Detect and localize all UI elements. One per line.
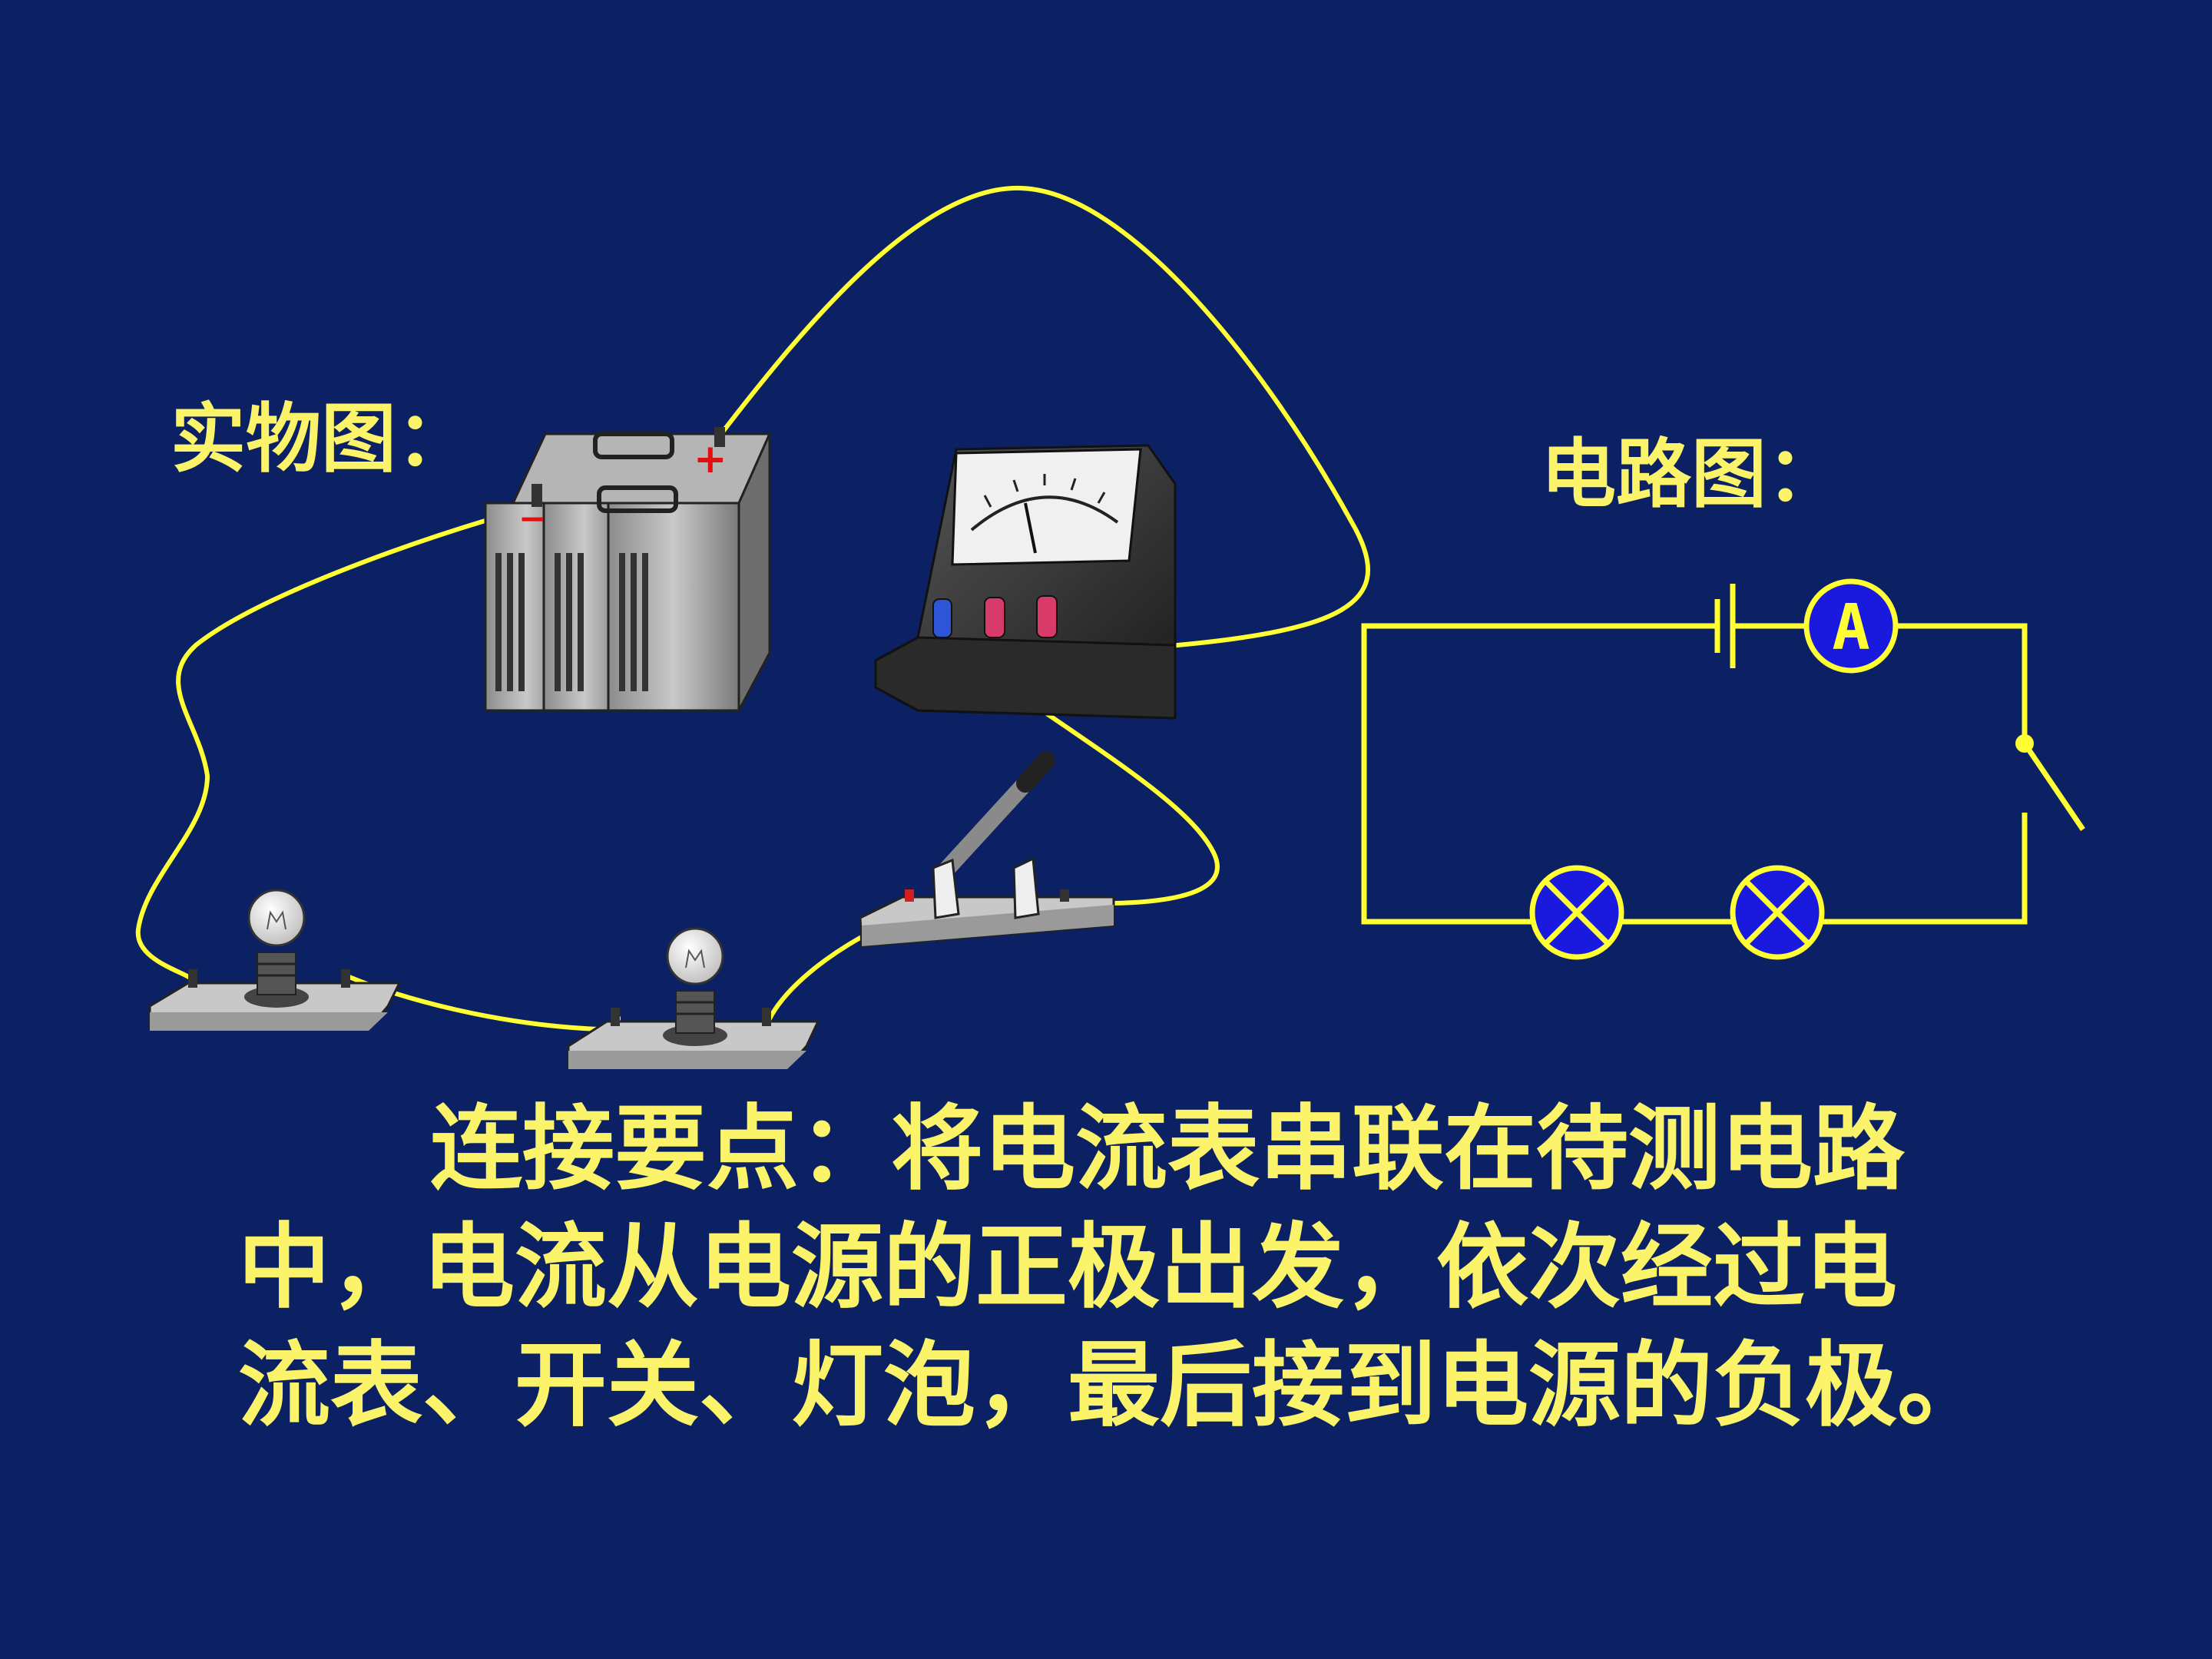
- circuit-schematic: [1361, 623, 2028, 925]
- wire-battery-to-bulb1: [135, 511, 513, 982]
- schematic-wire-top-left: [1361, 623, 1717, 925]
- note-line-1: 连接要点：将电流表串联在待测电路: [430, 1096, 1905, 1203]
- battery-positive-mark: +: [694, 436, 727, 482]
- lamp-symbol-icon: [1730, 865, 1825, 960]
- ammeter-symbol-letter: A: [1832, 591, 1869, 664]
- note-line-2: 中，电流从电源的正极出发，依次经过电: [238, 1214, 1897, 1321]
- physical-diagram-label: 实物图：: [171, 396, 472, 483]
- battery-negative-mark: −: [518, 499, 547, 538]
- lamp-symbol-icon: [1529, 865, 1624, 960]
- light-bulb-icon: [567, 927, 820, 1069]
- cell-symbol-icon: [1714, 584, 1736, 668]
- circuit-diagram-label: 电路图：: [1541, 431, 1843, 518]
- connection-note: 连接要点：将电流表串联在待测电路 中，电流从电源的正极出发，依次经过电 流表、开…: [238, 1091, 1989, 1445]
- schematic-wire-switch-to-lamp: [1822, 813, 2028, 925]
- wire-switch-to-ammeter: [958, 651, 1220, 906]
- wire-battery-to-ammeter: [716, 185, 1371, 655]
- knife-switch-icon: [859, 751, 1115, 948]
- ammeter-icon: [874, 444, 1177, 720]
- ammeter-symbol-icon: A: [1803, 578, 1899, 674]
- battery-icon: + −: [484, 427, 772, 712]
- light-bulb-icon: [148, 889, 402, 1031]
- note-line-3: 流表、开关、灯泡，最后接到电源的负极。: [238, 1333, 1989, 1439]
- switch-symbol-icon: [2015, 734, 2085, 831]
- schematic-wire-ammeter-to-switch: [1896, 623, 2028, 743]
